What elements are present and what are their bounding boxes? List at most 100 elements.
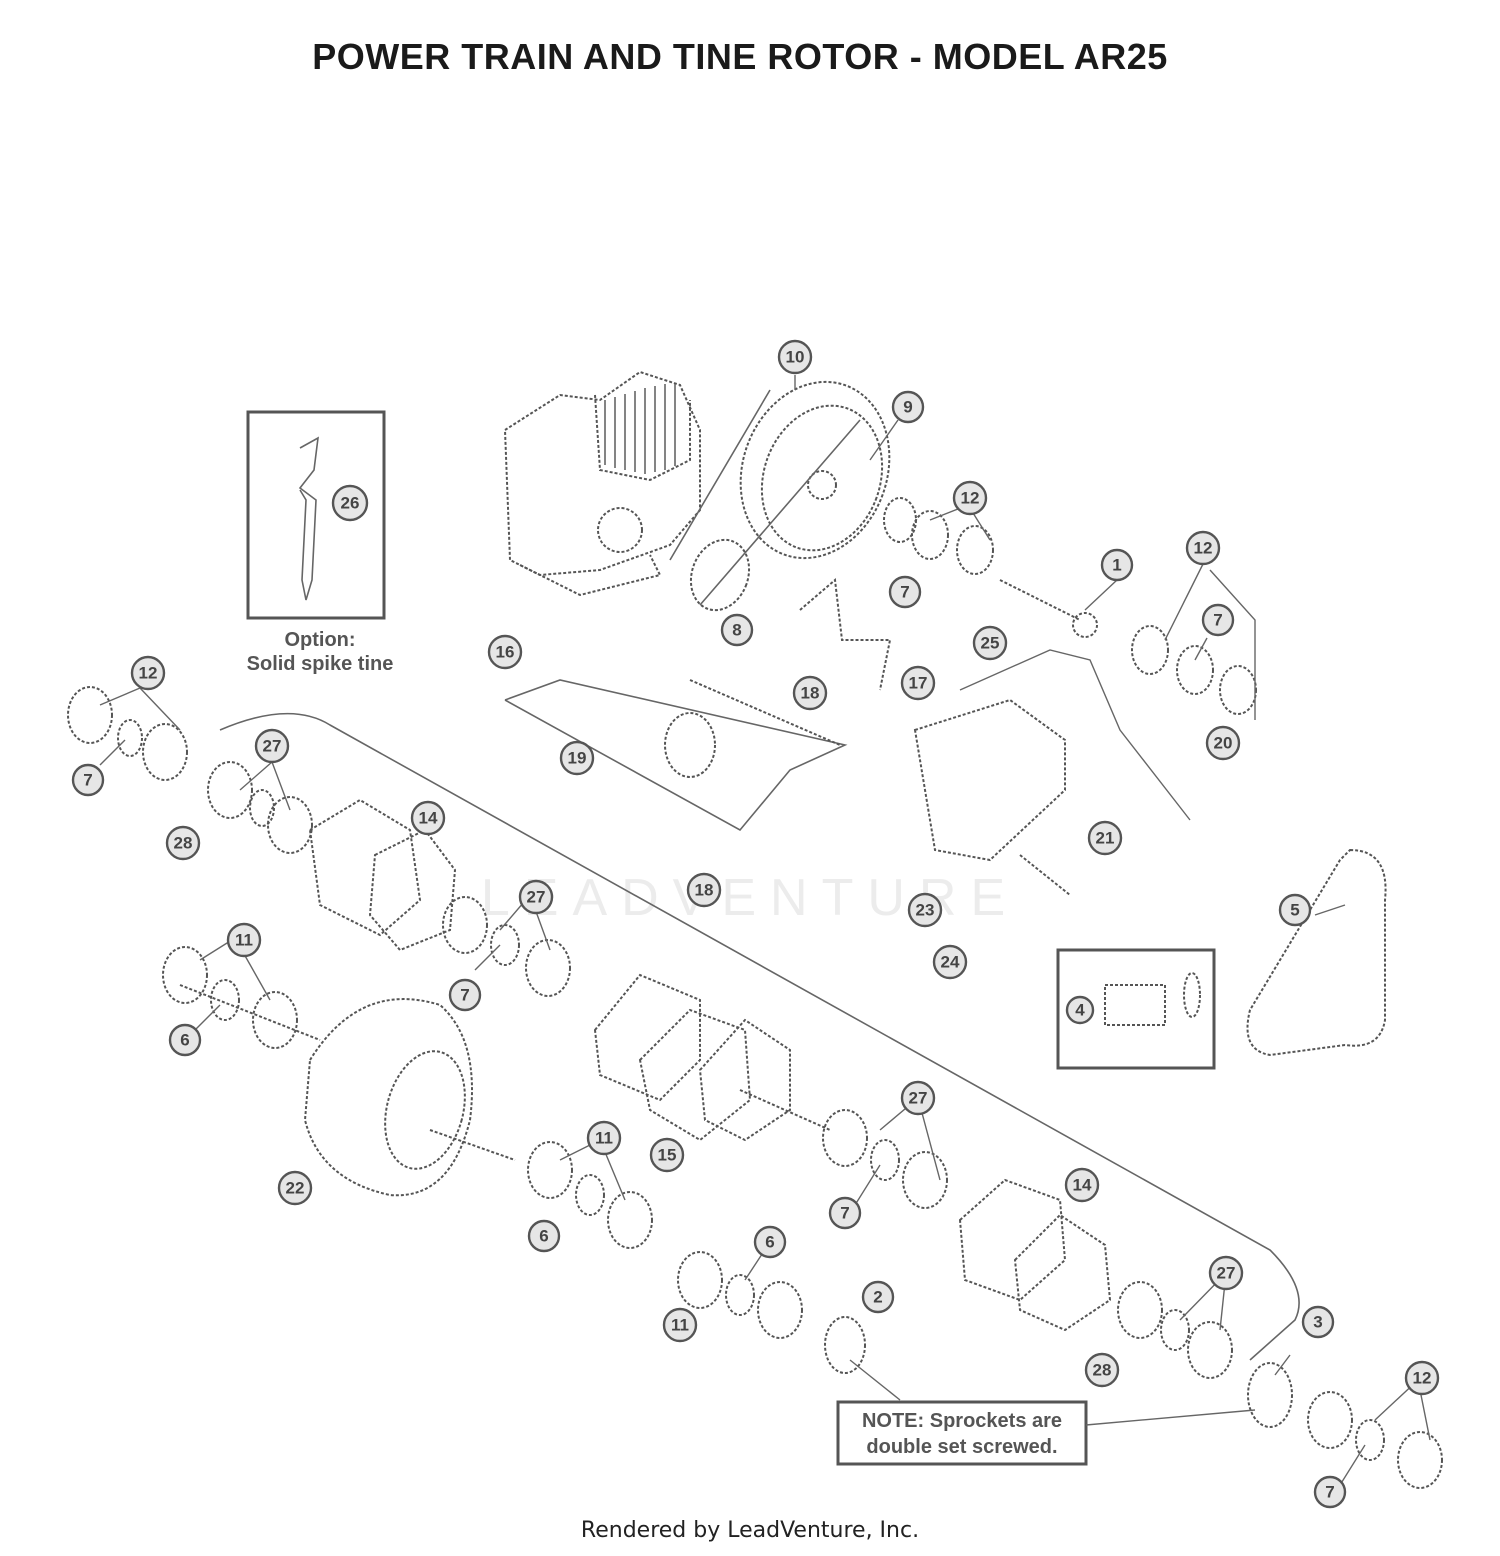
svg-text:6: 6 xyxy=(180,1031,189,1050)
svg-text:19: 19 xyxy=(568,749,587,768)
engine xyxy=(503,370,701,597)
callout-6a: 6 xyxy=(168,1023,202,1057)
svg-text:15: 15 xyxy=(658,1146,677,1165)
rotor-outline xyxy=(219,712,1300,1361)
option-caption-line1: Option: xyxy=(284,629,355,651)
svg-text:25: 25 xyxy=(981,634,1000,653)
svg-text:26: 26 xyxy=(341,494,360,513)
svg-text:10: 10 xyxy=(786,348,805,367)
upper-shaft-group xyxy=(883,497,1257,720)
svg-text:14: 14 xyxy=(1073,1176,1092,1195)
svg-text:7: 7 xyxy=(83,771,92,790)
svg-text:7: 7 xyxy=(1213,611,1222,630)
svg-text:27: 27 xyxy=(263,737,282,756)
belt-guard-bracket xyxy=(799,578,892,691)
callout-11c: 11 xyxy=(662,1307,698,1343)
callout-27c: 27 xyxy=(900,1080,936,1116)
callout-11a: 11 xyxy=(226,922,262,958)
svg-text:12: 12 xyxy=(1413,1369,1432,1388)
callout-7c: 7 xyxy=(71,763,105,797)
callout-14a: 14 xyxy=(410,800,446,836)
svg-text:28: 28 xyxy=(1093,1361,1112,1380)
callout-7f: 7 xyxy=(1313,1475,1347,1509)
svg-text:18: 18 xyxy=(801,684,820,703)
svg-text:4: 4 xyxy=(1075,1001,1085,1020)
svg-text:12: 12 xyxy=(1194,539,1213,558)
callout-12d: 12 xyxy=(1404,1360,1440,1396)
note-box: NOTE: Sprockets are double set screwed. xyxy=(836,1359,1256,1466)
wheel-bearings xyxy=(162,946,803,1339)
callout-1: 1 xyxy=(1100,548,1134,582)
svg-text:12: 12 xyxy=(139,664,158,683)
svg-text:11: 11 xyxy=(595,1129,613,1148)
svg-text:27: 27 xyxy=(527,888,546,907)
callout-12c: 12 xyxy=(130,655,166,691)
callout-12b: 12 xyxy=(1185,530,1221,566)
callout-7a: 7 xyxy=(888,575,922,609)
svg-text:7: 7 xyxy=(460,986,469,1005)
svg-text:18: 18 xyxy=(695,881,714,900)
callout-18b: 18 xyxy=(792,675,828,711)
svg-text:12: 12 xyxy=(961,489,980,508)
svg-text:23: 23 xyxy=(916,901,935,920)
sprocket-3 xyxy=(1247,1362,1293,1428)
svg-text:21: 21 xyxy=(1096,829,1115,848)
callout-28b: 28 xyxy=(1084,1352,1120,1388)
svg-text:6: 6 xyxy=(539,1227,548,1246)
callout-7d: 7 xyxy=(448,978,482,1012)
callout-14b: 14 xyxy=(1064,1167,1100,1203)
svg-text:5: 5 xyxy=(1290,901,1299,920)
diagram-title: POWER TRAIN AND TINE ROTOR - MODEL AR25 xyxy=(312,36,1168,77)
svg-text:20: 20 xyxy=(1214,734,1233,753)
callout-6b: 6 xyxy=(527,1219,561,1253)
callout-15: 15 xyxy=(649,1137,685,1173)
svg-text:16: 16 xyxy=(496,643,515,662)
callout-5: 5 xyxy=(1278,893,1312,927)
callout-18a: 18 xyxy=(686,872,722,908)
svg-text:11: 11 xyxy=(235,931,253,950)
tine-set-lower xyxy=(958,1178,1233,1379)
callout-2: 2 xyxy=(861,1280,895,1314)
svg-text:24: 24 xyxy=(941,953,960,972)
callout-28a: 28 xyxy=(165,825,201,861)
callout-22: 22 xyxy=(277,1170,313,1206)
callout-27b: 27 xyxy=(518,879,554,915)
svg-text:6: 6 xyxy=(765,1233,774,1252)
callout-6c: 6 xyxy=(753,1225,787,1259)
callout-19b: 19 xyxy=(499,643,518,662)
callout-25: 25 xyxy=(972,625,1008,661)
callout-7b: 7 xyxy=(1201,603,1235,637)
option-caption-line2: Solid spike tine xyxy=(247,653,394,675)
callout-24: 24 xyxy=(932,944,968,980)
callout-11b: 11 xyxy=(586,1120,622,1156)
callout-4: 4 xyxy=(1065,995,1095,1025)
svg-text:3: 3 xyxy=(1313,1313,1322,1332)
callout-12a: 12 xyxy=(952,480,988,516)
svg-text:7: 7 xyxy=(840,1204,849,1223)
footer-credit: Rendered by LeadVenture, Inc. xyxy=(580,1518,920,1543)
svg-text:8: 8 xyxy=(732,621,741,640)
callout-26: 26 xyxy=(331,484,369,522)
callout-27a: 27 xyxy=(254,728,290,764)
drive-chain xyxy=(1246,848,1387,1057)
lower-right-bearings xyxy=(1307,1391,1443,1489)
tine-set-center xyxy=(593,973,948,1209)
callout-23: 23 xyxy=(907,892,943,928)
leader-lines xyxy=(99,375,1431,1486)
note-line1: NOTE: Sprockets are xyxy=(862,1410,1062,1432)
callout-19a: 19 xyxy=(559,740,595,776)
callout-10: 10 xyxy=(777,339,813,375)
svg-text:11: 11 xyxy=(671,1316,689,1335)
master-link-box xyxy=(1056,948,1216,1070)
callout-9: 9 xyxy=(891,390,925,424)
svg-text:1: 1 xyxy=(1112,556,1121,575)
note-line2: double set screwed. xyxy=(866,1436,1057,1458)
svg-text:2: 2 xyxy=(873,1288,882,1307)
left-bearing-stack xyxy=(67,686,313,854)
callout-16: 16 xyxy=(487,634,523,670)
svg-text:7: 7 xyxy=(900,583,909,602)
sprocket-2 xyxy=(824,1316,866,1374)
svg-text:17: 17 xyxy=(909,674,928,693)
